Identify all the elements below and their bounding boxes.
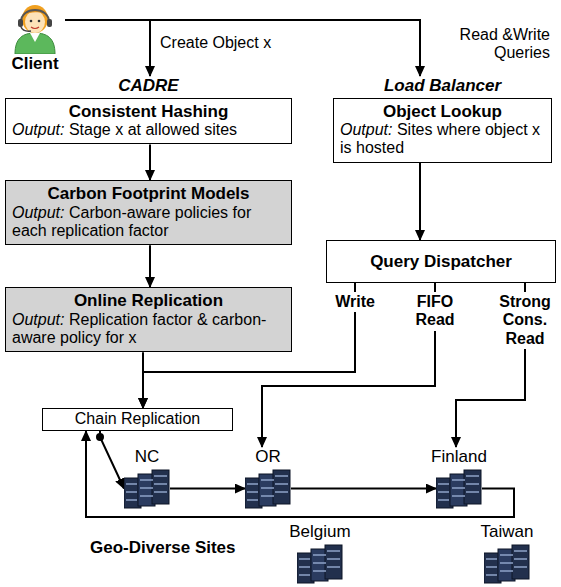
server-icon xyxy=(124,469,170,509)
box-body: Output: Carbon-aware policies for each r… xyxy=(12,204,285,241)
box-heading: Consistent Hashing xyxy=(12,102,285,122)
edge-label: Write xyxy=(333,292,377,312)
process-box: Online ReplicationOutput: Replication fa… xyxy=(5,287,292,352)
server-site: NC xyxy=(124,447,170,509)
connector xyxy=(149,144,151,180)
server-site: Finland xyxy=(436,447,482,509)
connector xyxy=(291,488,436,490)
server-icon xyxy=(436,469,482,509)
box-label: Chain Replication xyxy=(49,410,226,428)
box-heading: Carbon Footprint Models xyxy=(12,184,285,204)
site-label: Taiwan xyxy=(454,522,560,542)
server-icon xyxy=(245,469,291,509)
site-label: NC xyxy=(94,447,200,467)
site-label: Belgium xyxy=(267,522,373,542)
box-body: Output: Stage x at allowed sites xyxy=(12,121,285,139)
edge-label: Read &Write Queries xyxy=(428,26,550,63)
server-icon xyxy=(297,544,343,584)
process-box: Carbon Footprint ModelsOutput: Carbon-aw… xyxy=(5,180,292,245)
edge-label: FIFO Read xyxy=(402,292,468,331)
connector xyxy=(100,431,124,489)
process-box: Query Dispatcher xyxy=(326,240,556,283)
column-heading: Load Balancer xyxy=(333,76,552,98)
box-frame: Consistent HashingOutput: Stage x at all… xyxy=(5,98,292,145)
connector xyxy=(149,245,151,287)
connector xyxy=(65,20,150,76)
edge-label: Create Object x xyxy=(160,34,271,52)
person-icon xyxy=(11,2,59,54)
box-body: Output: Replication factor & carbon-awar… xyxy=(12,311,285,348)
connector xyxy=(170,488,245,490)
connector xyxy=(65,20,420,76)
process-box: Load BalancerObject LookupOutput: Sites … xyxy=(333,76,552,163)
server-icon xyxy=(484,544,530,584)
process-box: Chain Replication xyxy=(42,408,233,431)
server-site: Taiwan xyxy=(484,522,530,584)
site-label: OR xyxy=(215,447,321,467)
box-body: Output: Sites where object x is hosted xyxy=(340,121,545,158)
box-label: Query Dispatcher xyxy=(333,252,549,272)
process-box: CADREConsistent HashingOutput: Stage x a… xyxy=(5,76,292,144)
box-frame: Object LookupOutput: Sites where object … xyxy=(333,98,552,163)
edge-label: Strong Cons. Read xyxy=(491,292,559,349)
client-icon: Client xyxy=(5,2,65,74)
server-site: Belgium xyxy=(297,522,343,584)
connector xyxy=(86,431,514,517)
box-heading: Online Replication xyxy=(12,291,285,311)
connector xyxy=(419,163,421,240)
column-heading: CADRE xyxy=(5,76,292,98)
client-label: Client xyxy=(5,54,65,74)
box-heading: Object Lookup xyxy=(340,102,545,122)
site-label: Finland xyxy=(406,447,512,467)
caption-label: Geo-Diverse Sites xyxy=(90,538,236,558)
junction-dot xyxy=(96,433,104,441)
server-site: OR xyxy=(245,447,291,509)
